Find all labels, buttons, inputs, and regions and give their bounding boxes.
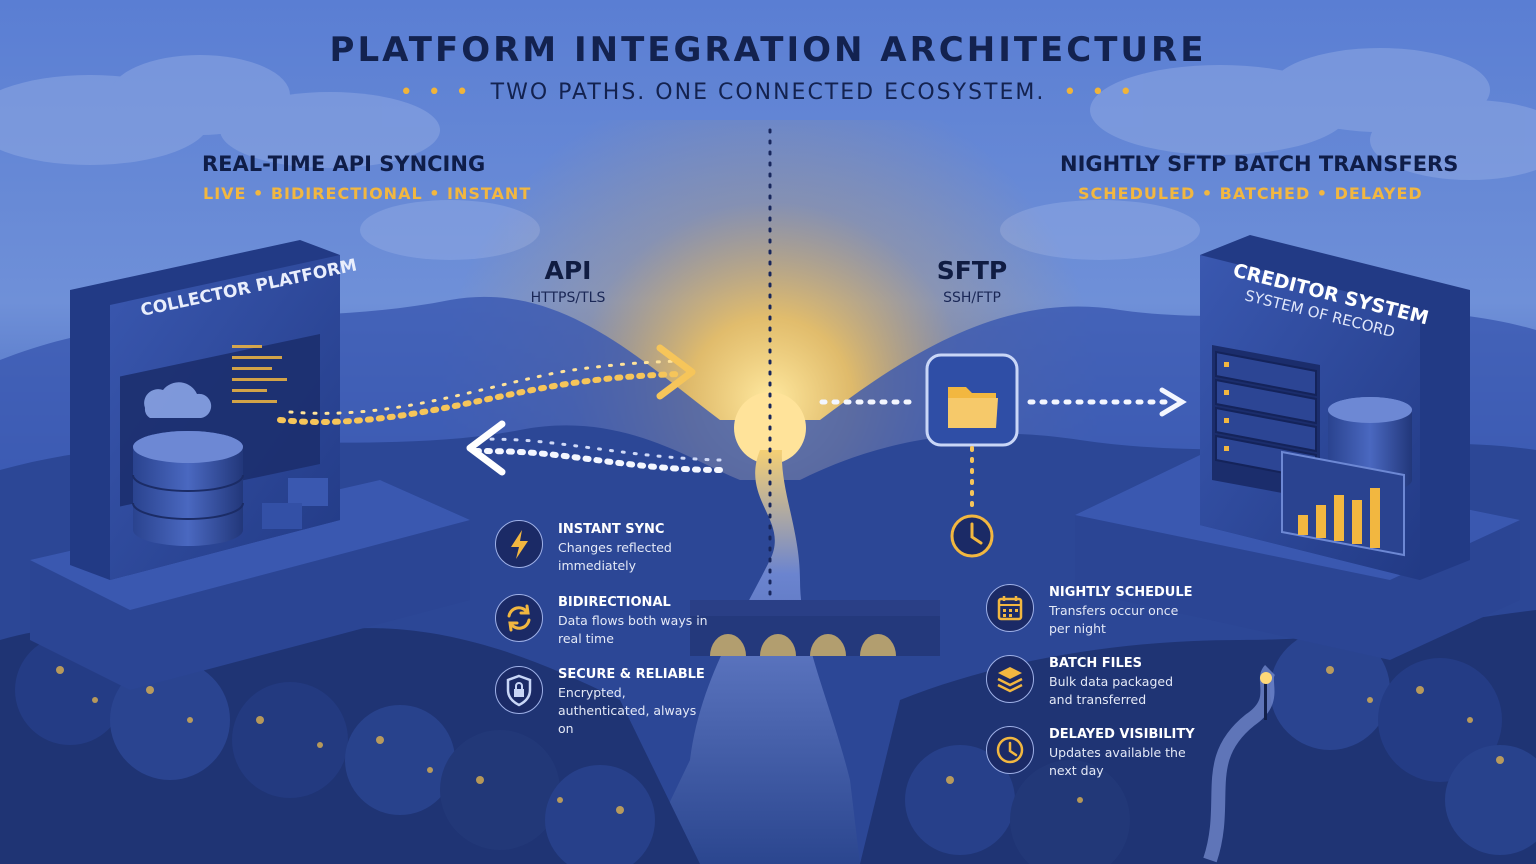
feature-description: Changes reflected immediately	[558, 540, 672, 573]
calendar-icon	[986, 584, 1034, 632]
api-outbound-arrow	[277, 344, 696, 425]
foliage-highlights	[56, 666, 1504, 814]
stone-bridge	[690, 600, 940, 656]
feature-title: INSTANT SYNC	[558, 522, 665, 537]
sftp-protocol-sublabel: SSH/FTP	[943, 290, 1001, 306]
stacked-layers-icon	[986, 655, 1034, 703]
right-path-tags: SCHEDULED • BATCHED • DELAYED	[1078, 184, 1423, 203]
sftp-transfer	[819, 353, 1187, 558]
lightning-icon	[495, 520, 543, 568]
left-path-heading: REAL-TIME API SYNCING	[202, 152, 486, 176]
cloud-icon	[144, 382, 212, 418]
right-path-heading: NIGHTLY SFTP BATCH TRANSFERS	[1060, 152, 1459, 176]
feature-description: Encrypted, authenticated, always on	[558, 685, 697, 736]
api-protocol-sublabel: HTTPS/TLS	[530, 290, 606, 306]
feature-title: BATCH FILES	[1049, 656, 1143, 671]
page-title: PLATFORM INTEGRATION ARCHITECTURE	[329, 30, 1207, 70]
shield-lock-icon	[495, 666, 543, 714]
feature-description: Data flows both ways in real time	[558, 613, 708, 646]
api-protocol-label: API	[544, 256, 592, 285]
feature-description: Transfers occur once per night	[1049, 603, 1179, 636]
creditor-system	[1075, 235, 1520, 660]
feature-title: DELAYED VISIBILITY	[1049, 727, 1195, 742]
sync-arrows-icon	[495, 594, 543, 642]
feature-title: SECURE & RELIABLE	[558, 667, 705, 682]
left-path-tags: LIVE • BIDIRECTIONAL • INSTANT	[203, 184, 532, 203]
subtitle-dots-right: • • •	[1063, 80, 1137, 105]
subtitle-text: TWO PATHS. ONE CONNECTED ECOSYSTEM.	[490, 80, 1046, 105]
page-subtitle: • • • TWO PATHS. ONE CONNECTED ECOSYSTEM…	[0, 80, 1536, 105]
feature-description: Updates available the next day	[1049, 745, 1186, 778]
river	[640, 450, 860, 864]
subtitle-dots-left: • • •	[399, 80, 473, 105]
feature-title: BIDIRECTIONAL	[558, 595, 671, 610]
sftp-protocol-label: SFTP	[936, 256, 1008, 285]
clock-icon	[986, 726, 1034, 774]
feature-description: Bulk data packaged and transferred	[1049, 674, 1174, 707]
collector-platform	[30, 240, 470, 690]
feature-title: NIGHTLY SCHEDULE	[1049, 585, 1193, 600]
api-inbound-arrow	[466, 420, 723, 476]
